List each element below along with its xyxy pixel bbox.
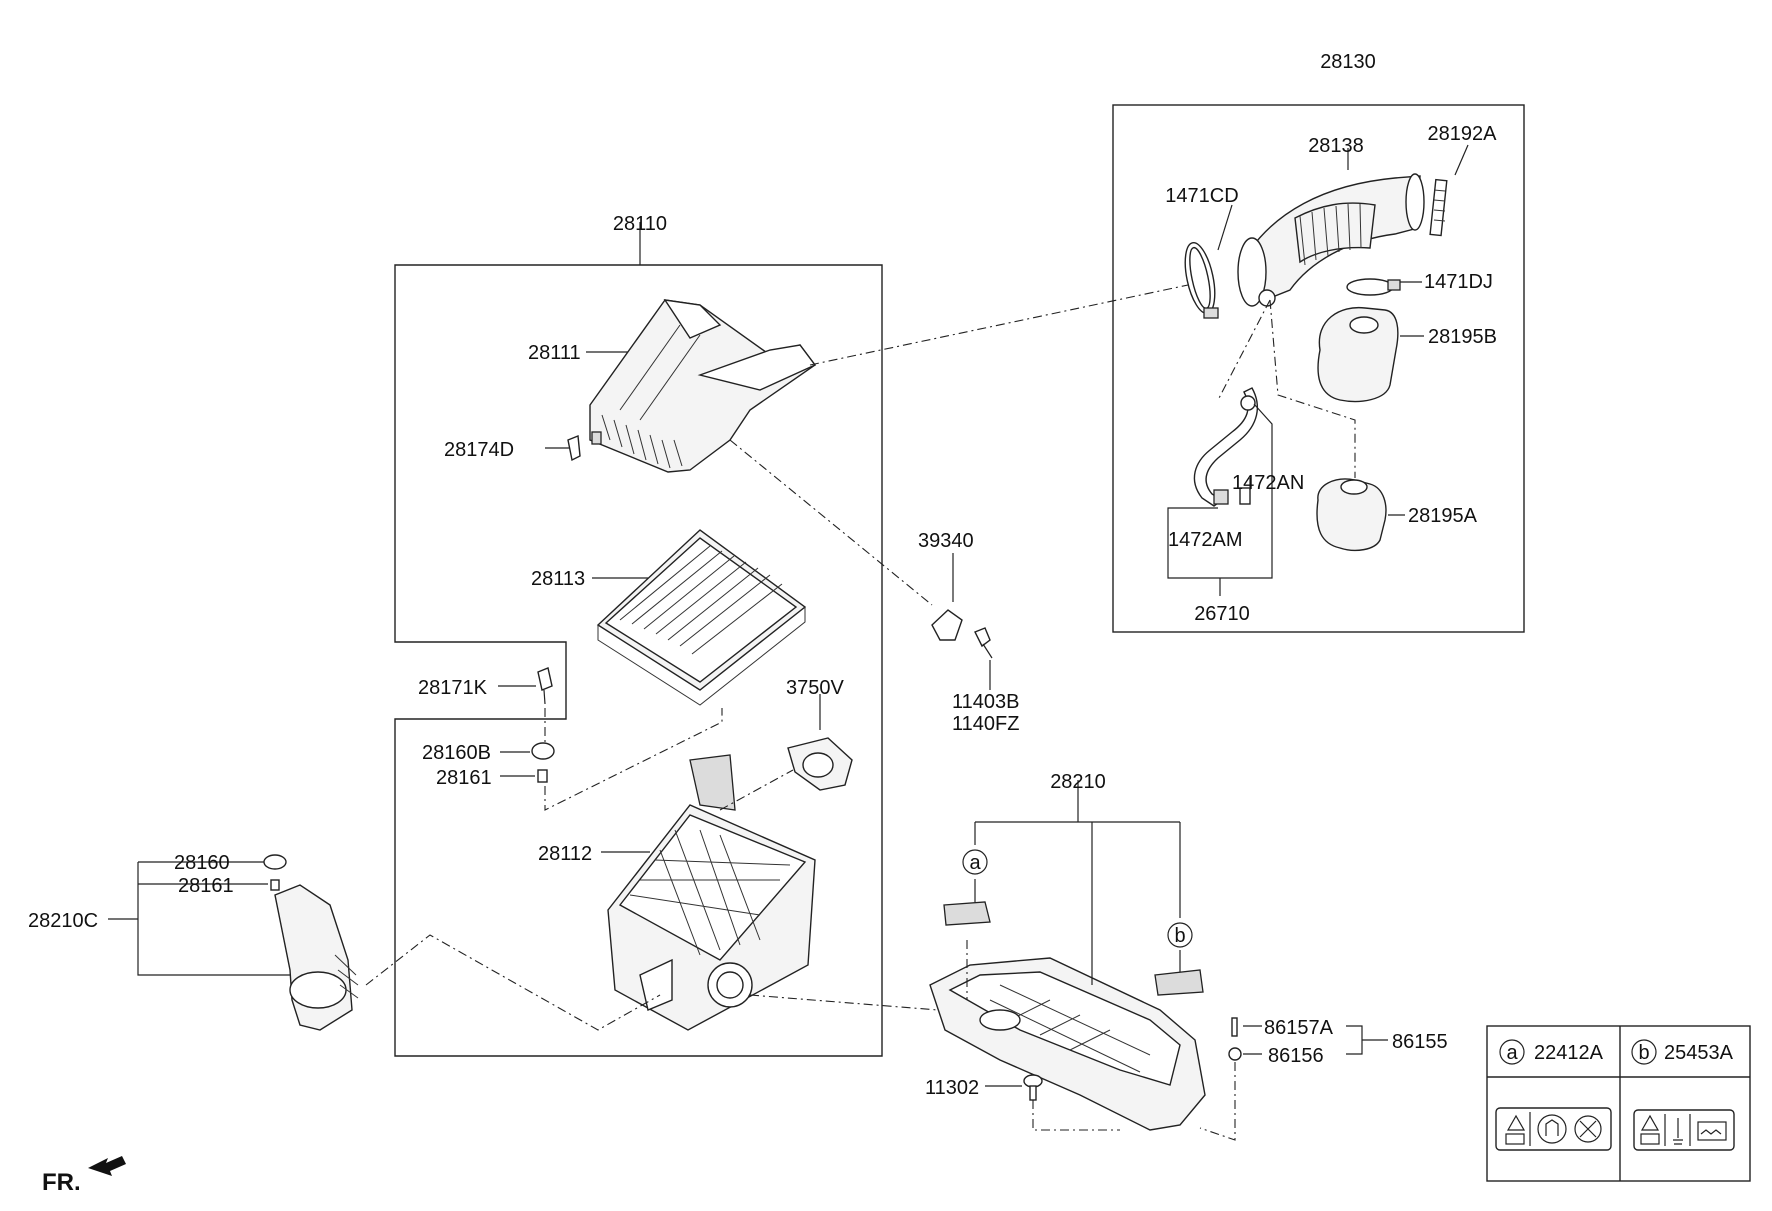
label-a-pictogram [1495, 1107, 1612, 1151]
label-28160B: 28160B [422, 742, 491, 764]
label-28130: 28130 [1320, 51, 1376, 73]
front-direction-arrow-icon [88, 1156, 126, 1176]
marker-a-circle [962, 849, 988, 875]
label-86155: 86155 [1392, 1031, 1448, 1053]
group-box-28110 [394, 264, 883, 1057]
warning-label-b[interactable] [1154, 969, 1204, 996]
label-28113: 28113 [531, 568, 585, 590]
label-28192A: 28192A [1428, 123, 1498, 145]
label-1472AM: 1472AM [1168, 529, 1243, 551]
bolt-28171K[interactable] [537, 667, 553, 705]
label-28195A: 28195A [1408, 505, 1478, 527]
collar-28161[interactable] [537, 769, 548, 783]
label-28112: 28112 [538, 843, 592, 865]
label-28161-duct: 28161 [178, 875, 234, 897]
legend-b-marker: b [1638, 1042, 1649, 1064]
breather-hose-26710[interactable] [1193, 387, 1259, 507]
hose-clamp-1471DJ[interactable] [1346, 278, 1401, 296]
label-28111: 28111 [528, 342, 581, 364]
label-1472AN: 1472AN [1232, 472, 1304, 494]
air-duct-28210[interactable] [929, 957, 1206, 1131]
hose-clip-1472AM[interactable] [1239, 487, 1251, 505]
label-26710: 26710 [1194, 603, 1250, 625]
screw-86157A[interactable] [1231, 1017, 1238, 1037]
air-cleaner-cover-28111[interactable] [589, 299, 817, 473]
legend-b-label: 25453A [1664, 1042, 1734, 1064]
marker-b: b [1174, 925, 1185, 947]
label-3750V: 3750V [786, 677, 844, 699]
label-11302: 11302 [925, 1077, 979, 1099]
grommet-28160[interactable] [263, 854, 287, 870]
label-86156: 86156 [1268, 1045, 1324, 1067]
collar-28161-duct[interactable] [270, 879, 280, 891]
hose-clamp-1471CD[interactable] [1180, 240, 1220, 319]
hose-clip-1472AN[interactable] [1240, 395, 1256, 411]
label-28110: 28110 [613, 213, 667, 235]
air-filter-element-28113[interactable] [596, 529, 807, 706]
marker-b-circle [1167, 922, 1193, 948]
label-28174D: 28174D [444, 439, 514, 461]
bolt-11403B[interactable] [974, 627, 993, 659]
label-28210: 28210 [1050, 771, 1106, 793]
label-28161: 28161 [436, 767, 492, 789]
legend-a-marker: a [1506, 1042, 1518, 1064]
label-28160: 28160 [174, 852, 230, 874]
bracket-39340[interactable] [931, 609, 963, 641]
bolt-11302[interactable] [1023, 1074, 1043, 1101]
marker-a: a [969, 852, 981, 874]
label-86157A: 86157A [1264, 1017, 1334, 1039]
label-1140FZ: 1140FZ [952, 713, 1019, 735]
mass-air-flow-sensor-3750V[interactable] [787, 737, 853, 791]
hose-clip-28174D[interactable] [567, 435, 581, 462]
label-legend-table: a 22412A b 25453A [1486, 1025, 1751, 1182]
label-b-pictogram [1633, 1109, 1735, 1151]
label-11403B: 11403B [952, 691, 1019, 713]
label-28171K: 28171K [418, 677, 488, 699]
air-cleaner-body-28112[interactable] [607, 754, 816, 1031]
label-1471DJ: 1471DJ [1424, 271, 1493, 293]
label-28195B: 28195B [1428, 326, 1497, 348]
air-intake-hose[interactable] [1237, 173, 1425, 307]
group-box-28130 [1112, 104, 1525, 633]
label-1471CD: 1471CD [1165, 185, 1238, 207]
label-28210C: 28210C [28, 910, 98, 932]
warning-label-a[interactable] [943, 901, 991, 926]
front-direction-label: FR. [42, 1169, 81, 1196]
breather-tube-28192A[interactable] [1429, 178, 1448, 237]
resonator-28195A[interactable] [1316, 478, 1387, 552]
legend-a-label: 22412A [1534, 1042, 1604, 1064]
clip-86156[interactable] [1228, 1047, 1242, 1061]
air-duct-28210C[interactable] [274, 884, 359, 1031]
label-28138: 28138 [1308, 135, 1364, 157]
resonator-28195B[interactable] [1317, 306, 1399, 403]
label-39340: 39340 [918, 530, 974, 552]
grommet-28160B[interactable] [531, 742, 555, 760]
